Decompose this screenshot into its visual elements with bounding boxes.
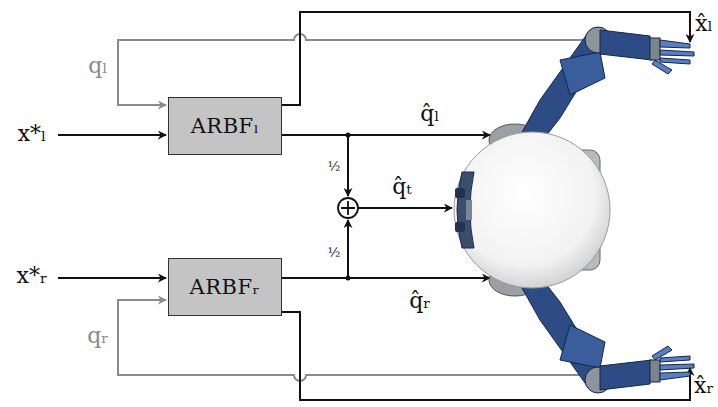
- joint-feedback: qₗ: [88, 55, 107, 77]
- weight-factor: ½: [328, 246, 341, 259]
- robot-illustration: [454, 27, 694, 393]
- estimated-position: x̂ᵣ: [694, 375, 714, 397]
- joint-output: q̂ₜ: [392, 176, 412, 198]
- process-box: ARBFᵣ: [168, 258, 282, 316]
- target-input: x*ₗ: [18, 123, 47, 145]
- process-box: ARBFₗ: [168, 97, 282, 155]
- box-label: ARBFₗ: [191, 114, 260, 138]
- sum-junction: [338, 133, 358, 281]
- joint-feedback: qᵣ: [87, 325, 109, 347]
- signal-wire: [58, 12, 690, 400]
- estimated-position: x̂ₗ: [695, 13, 713, 35]
- weight-factor: ½: [328, 160, 341, 173]
- joint-output: q̂ₗ: [420, 103, 439, 125]
- target-input: x*ᵣ: [16, 265, 47, 287]
- joint-output: q̂ᵣ: [409, 290, 431, 312]
- box-label: ARBFᵣ: [190, 275, 261, 299]
